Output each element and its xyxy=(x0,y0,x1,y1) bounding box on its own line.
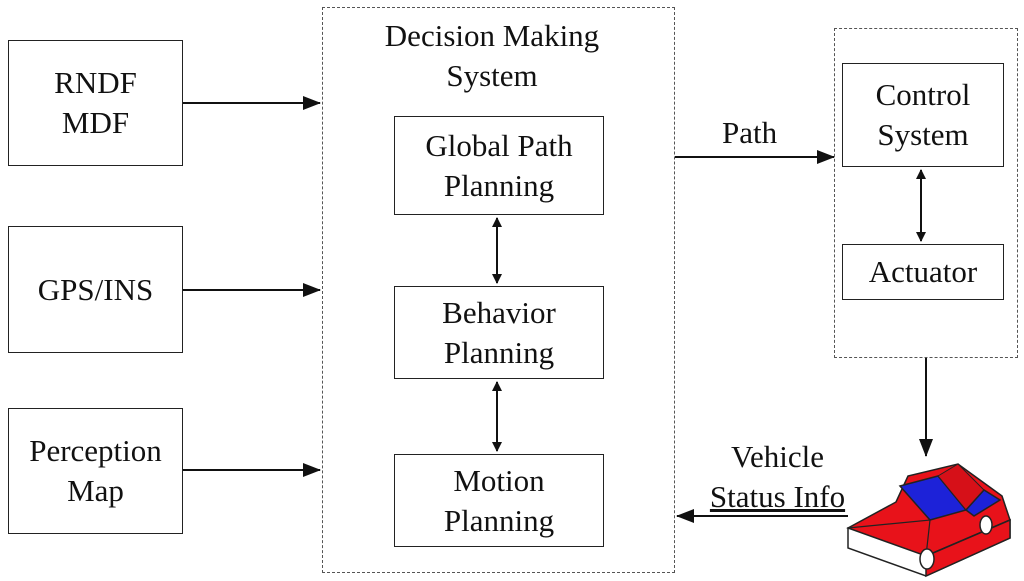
vehicle-status-label: Vehicle Status Info xyxy=(690,437,865,517)
gps-ins-box: GPS/INS xyxy=(8,226,183,353)
decision-title-line2: System xyxy=(446,58,538,93)
car-icon xyxy=(846,463,1011,578)
decision-title-line1: Decision Making xyxy=(384,18,600,53)
control-system-box: Control System xyxy=(842,63,1004,167)
global-path-planning-box: Global Path Planning xyxy=(394,116,604,215)
control-system-container xyxy=(834,28,1018,358)
motion-planning-box: Motion Planning xyxy=(394,454,604,547)
control-label: Control xyxy=(875,77,971,112)
perception-label: Perception xyxy=(29,433,162,468)
decision-system-title: Decision Making System xyxy=(322,16,662,96)
gps-ins-label: GPS/INS xyxy=(37,271,154,307)
path-edge-label: Path xyxy=(722,115,778,150)
vehicle-status-line1: Vehicle xyxy=(731,439,824,474)
behavior-label: Behavior xyxy=(442,294,556,330)
global-path-label: Global Path xyxy=(425,127,573,163)
perception-map-box: Perception Map xyxy=(8,408,183,534)
rndf-mdf-box: RNDF MDF xyxy=(8,40,183,166)
actuator-box: Actuator xyxy=(842,244,1004,300)
behavior-planning-label: Planning xyxy=(443,334,555,370)
motion-label: Motion xyxy=(453,462,545,498)
global-path-planning-label: Planning xyxy=(443,167,555,203)
actuator-label: Actuator xyxy=(868,254,978,289)
motion-planning-label: Planning xyxy=(443,502,555,538)
behavior-planning-box: Behavior Planning xyxy=(394,286,604,379)
vehicle-status-line2: Status Info xyxy=(709,479,846,514)
control-system-label: System xyxy=(877,117,969,152)
map-label: Map xyxy=(67,473,124,508)
rndf-label: RNDF xyxy=(54,65,137,100)
mdf-label: MDF xyxy=(61,105,130,140)
decision-making-system-container xyxy=(322,7,675,573)
